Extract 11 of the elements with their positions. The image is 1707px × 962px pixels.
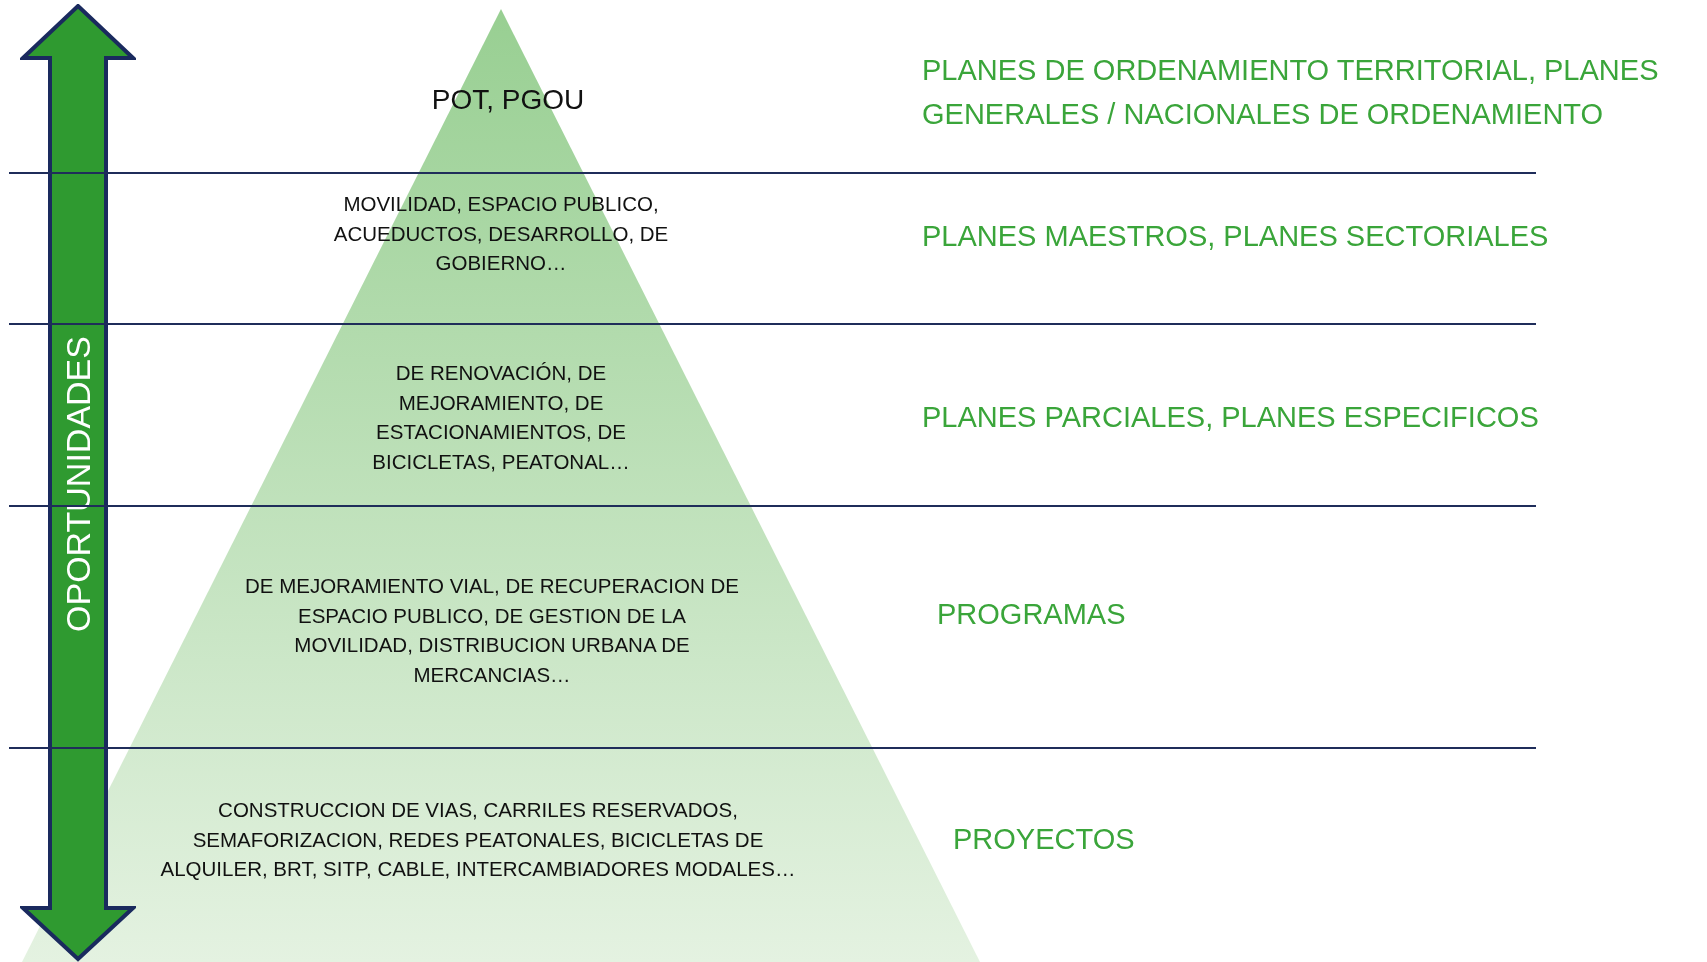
pyramid-level-text: DE RENOVACIÓN, DE MEJORAMIENTO, DE ESTACIONAMIENTOS, DE BICICLETAS, PEATONAL… bbox=[371, 359, 631, 475]
pyramid-level-text: DE MEJORAMIENTO VIAL, DE RECUPERACION DE ESPACIO PUBLICO, DE GESTION DE LA MOVILIDAD, DISTRIBUCION URBANA DE MERCANCIAS… bbox=[244, 572, 740, 688]
level-label: PLANES PARCIALES, PLANES ESPECIFICOS bbox=[922, 400, 1539, 436]
level-label: PLANES DE ORDENAMIENTO TERRITORIAL, PLANES GENERALES / NACIONALES DE ORDENAMIENTO bbox=[922, 52, 1660, 131]
pyramid-level-text: MOVILIDAD, ESPACIO PUBLICO, ACUEDUCTOS, DESARROLLO, DE GOBIERNO… bbox=[332, 191, 670, 277]
level-label: PROGRAMAS bbox=[937, 597, 1126, 633]
pyramid-top-label: POT, PGOU bbox=[430, 82, 586, 117]
vertical-label: OPORTUNIDADES bbox=[58, 336, 98, 632]
level-label: PLANES MAESTROS, PLANES SECTORIALES bbox=[922, 219, 1549, 255]
pyramid-level-text: CONSTRUCCION DE VIAS, CARRILES RESERVADOS, SEMAFORIZACION, REDES PEATONALES, BICICLETAS DE ALQUILER, BRT, SITP, CABLE, INTERCAMBIADORES MODALES… bbox=[159, 797, 797, 883]
level-label: PROYECTOS bbox=[953, 822, 1135, 858]
